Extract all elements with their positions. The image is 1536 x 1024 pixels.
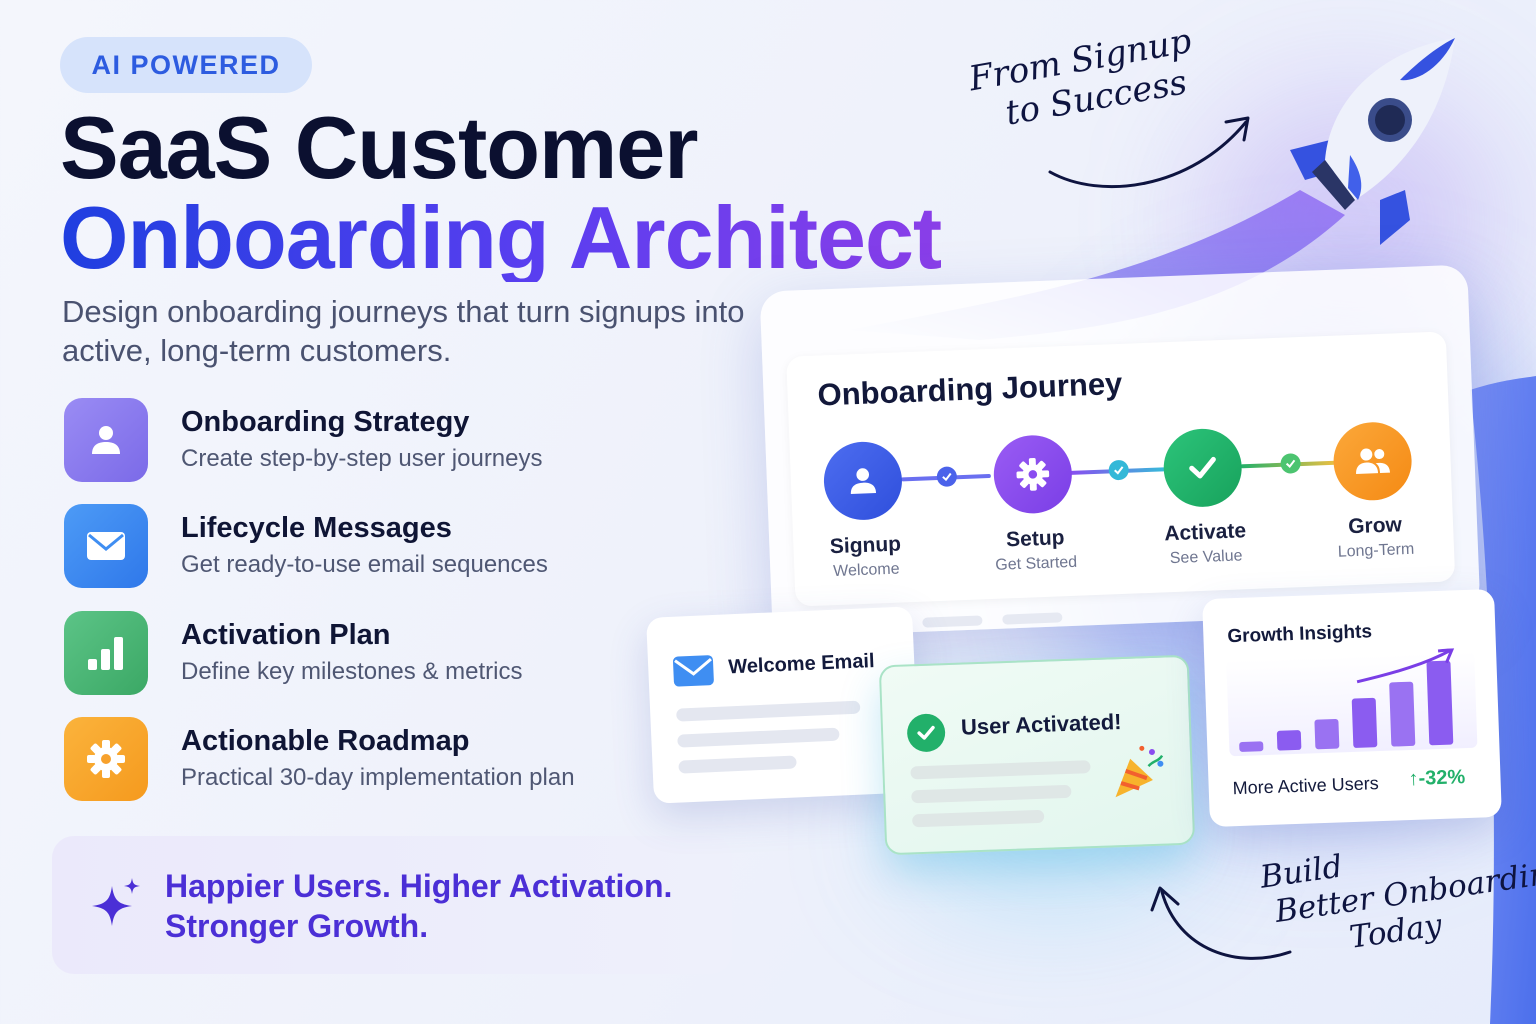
arrow-up-right-icon bbox=[1048, 116, 1250, 189]
step-sub: Long-Term bbox=[1337, 540, 1415, 561]
feature-desc: Practical 30-day implementation plan bbox=[181, 764, 575, 791]
bar-chart-icon bbox=[64, 611, 148, 695]
growth-insights-title: Growth Insights bbox=[1227, 621, 1373, 648]
window-placeholder-bar bbox=[1002, 612, 1063, 625]
feature-title: Lifecycle Messages bbox=[181, 512, 452, 544]
growth-bar bbox=[1426, 660, 1454, 746]
growth-bar bbox=[1351, 697, 1378, 748]
journey-step-signup[interactable]: Signup Welcome bbox=[802, 440, 927, 583]
growth-label: More Active Users bbox=[1232, 773, 1380, 799]
text-placeholder-line bbox=[676, 700, 861, 722]
step-name: Grow bbox=[1347, 513, 1403, 539]
user-activated-title: User Activated! bbox=[960, 709, 1122, 740]
page-title-line2: Onboarding Architect bbox=[60, 188, 942, 287]
growth-delta: ↑-32% bbox=[1408, 766, 1466, 791]
text-placeholder-line bbox=[677, 727, 840, 748]
ai-powered-badge: AI POWERED bbox=[60, 37, 312, 93]
onboarding-journey-window: Onboarding Journey Signup Welcome Setup … bbox=[759, 264, 1481, 638]
window-placeholder-bar bbox=[922, 615, 983, 628]
check-icon bbox=[1162, 427, 1244, 509]
feature-desc: Create step-by-step user journeys bbox=[181, 445, 543, 472]
growth-bar bbox=[1314, 718, 1340, 750]
journey-panel: Onboarding Journey Signup Welcome Setup … bbox=[786, 331, 1456, 607]
text-placeholder-line bbox=[678, 755, 797, 774]
step-sub: See Value bbox=[1169, 547, 1243, 568]
gear-icon bbox=[64, 717, 148, 801]
feature-activation-plan: Activation Plan Define key milestones & … bbox=[64, 611, 724, 695]
journey-step-grow[interactable]: Grow Long-Term bbox=[1311, 420, 1436, 563]
journey-step-activate[interactable]: Activate See Value bbox=[1141, 427, 1266, 570]
growth-bar bbox=[1389, 681, 1416, 747]
feature-desc: Get ready-to-use email sequences bbox=[181, 551, 548, 578]
feature-title: Onboarding Strategy bbox=[181, 406, 470, 438]
tagline-line2: Stronger Growth. bbox=[165, 908, 429, 944]
step-sub: Welcome bbox=[832, 560, 900, 581]
connector-check-icon bbox=[936, 466, 958, 488]
connector-check-icon bbox=[1108, 459, 1130, 481]
connector-check-icon bbox=[1280, 453, 1301, 474]
text-placeholder-line bbox=[911, 809, 1045, 828]
rocket-icon bbox=[1290, 38, 1455, 245]
step-name: Activate bbox=[1163, 519, 1247, 546]
feature-desc: Define key milestones & metrics bbox=[181, 658, 523, 685]
user-icon bbox=[822, 440, 904, 522]
party-popper-icon bbox=[1115, 745, 1164, 798]
welcome-email-card[interactable]: Welcome Email bbox=[646, 606, 920, 804]
feature-onboarding-strategy: Onboarding Strategy Create step-by-step … bbox=[64, 398, 724, 482]
welcome-email-title: Welcome Email bbox=[727, 649, 876, 679]
growth-bar-chart bbox=[1239, 647, 1455, 752]
step-sub: Get Started bbox=[995, 553, 1078, 574]
trend-arrow bbox=[1356, 649, 1451, 684]
journey-title: Onboarding Journey bbox=[816, 365, 1123, 413]
users-icon bbox=[1332, 420, 1414, 502]
growth-bar bbox=[1239, 741, 1264, 752]
growth-insights-card[interactable]: Growth Insights More Active Users ↑-32% bbox=[1202, 588, 1502, 828]
journey-step-setup[interactable]: Setup Get Started bbox=[971, 433, 1096, 576]
sparkle-icon bbox=[92, 878, 140, 926]
tagline-box: Happier Users. Higher Activation. Strong… bbox=[52, 836, 732, 974]
gear-icon bbox=[992, 433, 1074, 515]
tagline-text: Happier Users. Higher Activation. Strong… bbox=[165, 866, 672, 946]
trend-arrow-head bbox=[1437, 647, 1455, 664]
step-name: Signup bbox=[829, 532, 902, 559]
feature-title: Actionable Roadmap bbox=[181, 725, 470, 757]
feature-actionable-roadmap: Actionable Roadmap Practical 30-day impl… bbox=[64, 717, 724, 801]
feature-title: Activation Plan bbox=[181, 619, 391, 651]
text-placeholder-line bbox=[910, 760, 1091, 780]
tagline-line1: Happier Users. Higher Activation. bbox=[165, 868, 673, 904]
growth-bar bbox=[1276, 730, 1302, 751]
check-icon bbox=[906, 713, 946, 753]
mail-icon bbox=[673, 655, 714, 687]
user-activated-card[interactable]: User Activated! bbox=[878, 654, 1196, 856]
mail-icon bbox=[64, 504, 148, 588]
page-subtitle: Design onboarding journeys that turn sig… bbox=[62, 294, 745, 368]
arrow-up-left-icon bbox=[1150, 886, 1292, 960]
user-icon bbox=[64, 398, 148, 482]
feature-lifecycle-messages: Lifecycle Messages Get ready-to-use emai… bbox=[64, 504, 724, 588]
step-name: Setup bbox=[1005, 526, 1065, 552]
page-title-line1: SaaS Customer bbox=[60, 98, 698, 197]
text-placeholder-line bbox=[911, 784, 1072, 804]
